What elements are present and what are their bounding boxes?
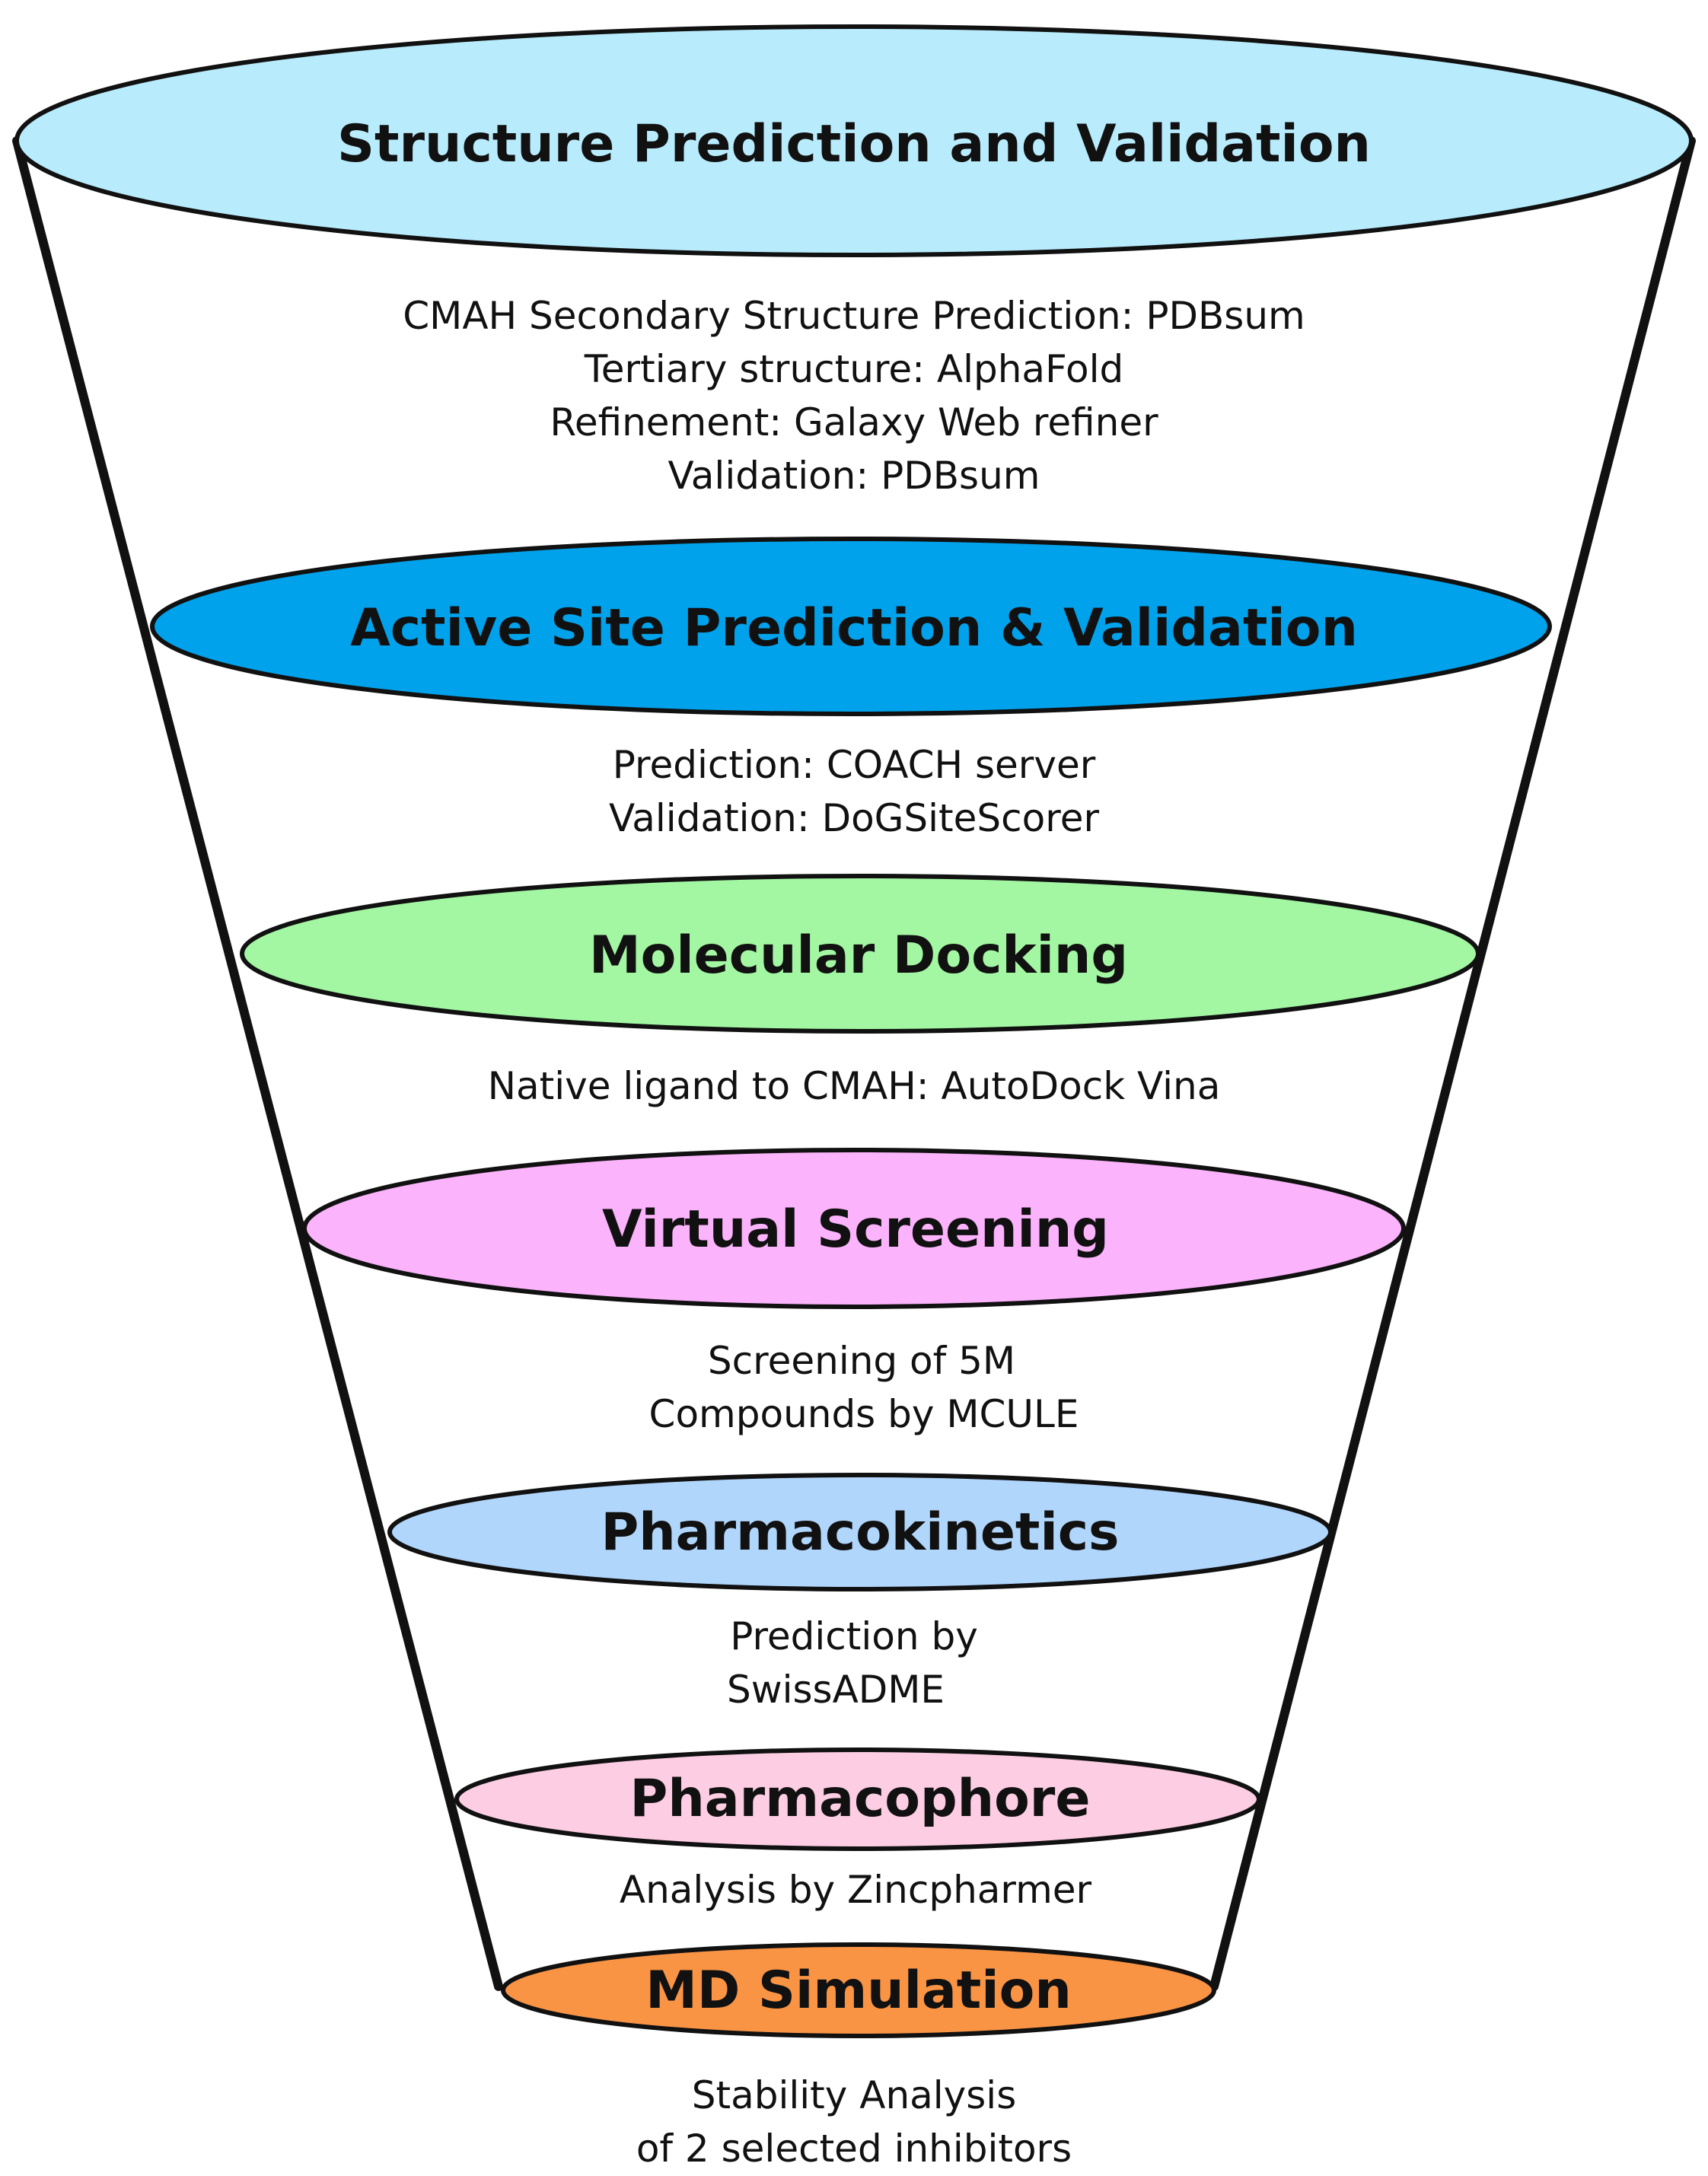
detail-line: Tertiary structure: AlphaFold xyxy=(584,347,1124,391)
stage-title: MD Simulation xyxy=(645,1961,1071,2021)
stage-ellipse xyxy=(240,874,1480,1034)
detail-line: Compounds by MCULE xyxy=(649,1392,1079,1436)
detail-line: Analysis by Zincpharmer xyxy=(620,1868,1092,1912)
stage-pharmacokinetics: Pharmacokinetics xyxy=(387,1473,1333,1591)
stage-title: Structure Prediction and Validation xyxy=(337,114,1371,174)
stage-title: Molecular Docking xyxy=(589,926,1128,986)
stage-md-simulation: MD Simulation xyxy=(501,1942,1216,2038)
stage-title: Pharmacokinetics xyxy=(601,1502,1119,1563)
detail-line: Stability Analysis xyxy=(692,2073,1017,2117)
stage-md-simulation-details: Stability Analysis of 2 selected inhibit… xyxy=(636,2073,1072,2171)
detail-line: of 2 selected inhibitors xyxy=(636,2127,1072,2171)
detail-line: Screening of 5M xyxy=(708,1339,1015,1383)
stage-title: Active Site Prediction & Validation xyxy=(350,598,1358,658)
stage-title: Pharmacophore xyxy=(630,1769,1091,1829)
detail-line: SwissADME xyxy=(727,1668,945,1712)
funnel-left-edge xyxy=(12,136,503,1991)
stage-virtual-screening: Virtual Screening xyxy=(302,1148,1406,1309)
stage-active-site-details: Prediction: COACH server Validation: DoG… xyxy=(609,743,1100,840)
detail-line: Refinement: Galaxy Web refiner xyxy=(550,400,1158,444)
stage-molecular-docking-details: Native ligand to CMAH: AutoDock Vina xyxy=(488,1064,1221,1108)
detail-line: Validation: PDBsum xyxy=(668,454,1040,498)
stage-structure-prediction-details: CMAH Secondary Structure Prediction: PDB… xyxy=(403,294,1305,498)
stage-active-site: Active Site Prediction & Validation xyxy=(150,537,1552,716)
stage-title: Virtual Screening xyxy=(602,1200,1109,1260)
stage-pharmacophore: Pharmacophore xyxy=(454,1747,1261,1851)
detail-line: Validation: DoGSiteScorer xyxy=(609,796,1100,840)
stage-virtual-screening-details: Screening of 5M Compounds by MCULE xyxy=(649,1339,1079,1436)
stage-structure-prediction: Structure Prediction and Validation xyxy=(14,24,1694,257)
stage-ellipse xyxy=(302,1148,1406,1309)
stage-ellipse xyxy=(14,24,1694,257)
stage-ellipse xyxy=(454,1747,1261,1851)
stage-pharmacophore-details: Analysis by Zincpharmer xyxy=(620,1868,1092,1912)
stage-ellipse xyxy=(501,1942,1216,2038)
detail-line: CMAH Secondary Structure Prediction: PDB… xyxy=(403,294,1305,338)
stage-molecular-docking: Molecular Docking xyxy=(240,874,1480,1034)
funnel-right-edge xyxy=(1209,136,1696,1991)
detail-line: Native ligand to CMAH: AutoDock Vina xyxy=(488,1064,1221,1108)
stage-pharmacokinetics-details: Prediction by SwissADME xyxy=(727,1614,978,1712)
detail-line: Prediction by xyxy=(730,1614,978,1658)
detail-line: Prediction: COACH server xyxy=(613,743,1096,787)
stage-ellipse xyxy=(150,537,1552,716)
stage-ellipse xyxy=(387,1473,1333,1591)
